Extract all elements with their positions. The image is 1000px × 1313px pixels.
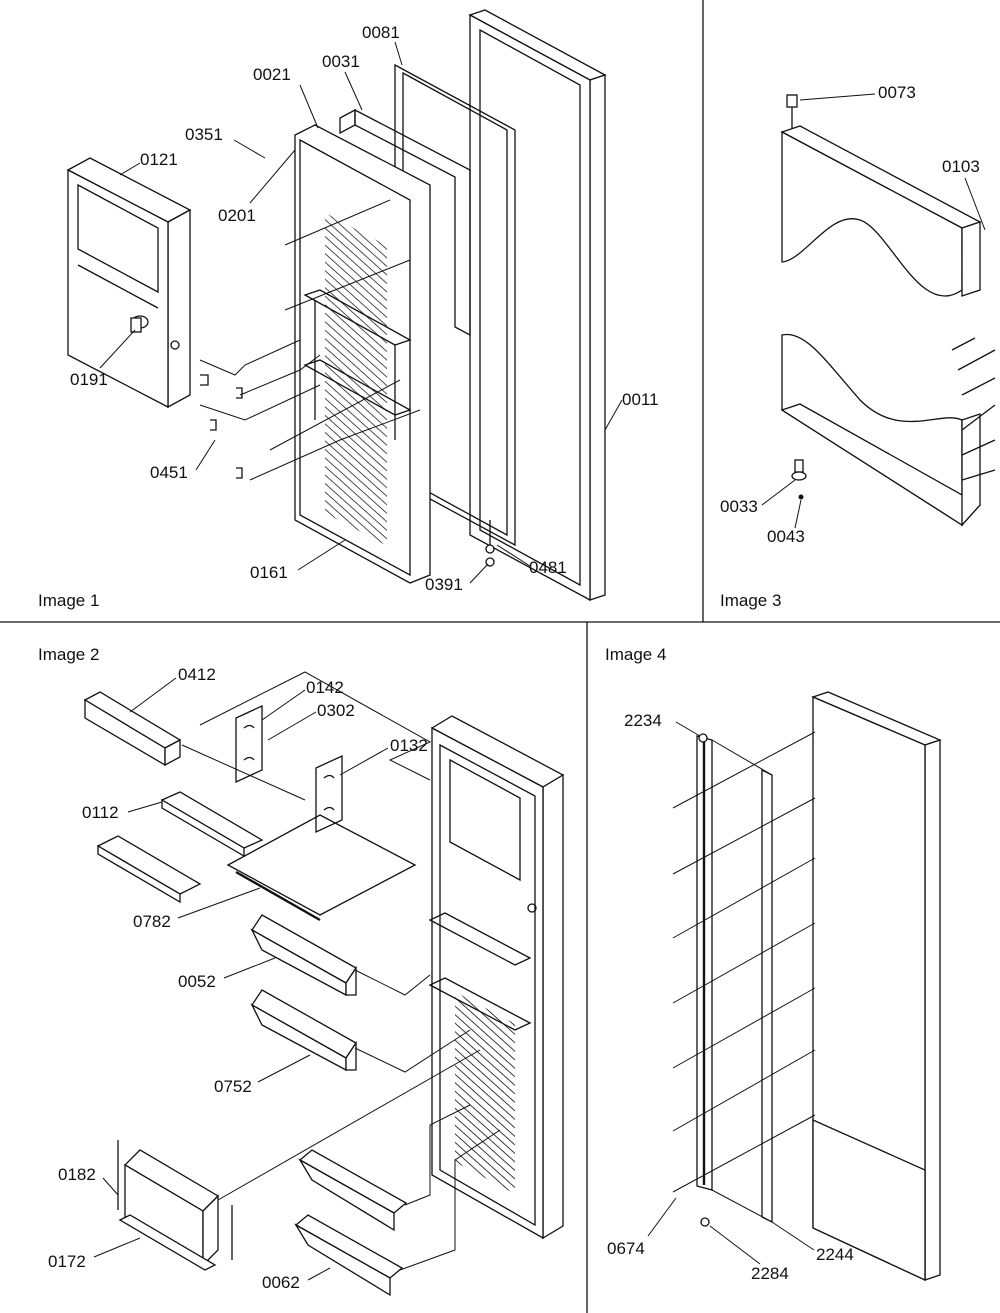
callout-0191: 0191 [70,370,108,389]
door-bin-0052 [250,914,357,997]
callout-0033: 0033 [720,497,758,516]
callout-0782: 0782 [133,912,171,931]
callout-0031: 0031 [322,52,360,71]
callout-0021: 0021 [253,65,291,84]
clip-0451 [200,374,243,479]
trim-strip-2244 [761,768,773,1224]
callout-0081: 0081 [362,23,400,42]
callout-0142: 0142 [306,678,344,697]
callout-0121: 0121 [140,150,178,169]
panel-label-image-3: Image 3 [720,591,781,610]
callout-0481: 0481 [529,558,567,577]
part-0182-0172 [117,1140,233,1271]
callout-0172: 0172 [48,1252,86,1271]
door-bottom-section [780,333,982,527]
door-bins-0062 [294,1149,408,1297]
shelf-pieces [96,791,264,904]
callouts-image-3: 0073 0103 0033 0043 [720,83,986,546]
callout-0351: 0351 [185,125,223,144]
panel-label-image-2: Image 2 [38,645,99,664]
breaker-strip [339,108,471,337]
callout-0062: 0062 [262,1273,300,1292]
door-top-section [780,125,982,297]
callouts-image-4: 2234 0674 2284 2244 [607,711,854,1283]
callout-0052: 0052 [178,972,216,991]
brackets [181,704,343,834]
callout-0103: 0103 [942,157,980,176]
callouts-image-1: 0081 0021 0031 0351 0121 0201 0191 0451 … [70,23,659,594]
callout-0201: 0201 [218,206,256,225]
outer-door-panel [468,9,607,602]
callout-2234: 2234 [624,711,662,730]
dispenser-frame [66,157,192,409]
callout-0451: 0451 [150,463,188,482]
callout-0112: 0112 [82,803,119,822]
callout-2244: 2244 [816,1245,854,1264]
callout-0302: 0302 [317,701,355,720]
assembly-lines [199,199,421,481]
panel-label-image-4: Image 4 [605,645,666,664]
callout-0182: 0182 [58,1165,96,1184]
hinge-pin-0033 [791,459,807,500]
door-bin-0752 [250,989,357,1072]
fresh-food-door [428,715,565,1240]
panel-image-3: 0073 0103 0033 0043 Image 3 [720,83,996,610]
callouts-image-2: 0412 0142 0302 0132 0112 0782 0052 0752 … [48,665,428,1292]
callout-0391: 0391 [425,575,463,594]
callout-0161: 0161 [250,563,288,582]
inner-door-liner [294,124,431,584]
hinge-parts [485,520,495,567]
panel-image-4: Image 4 2234 [605,645,942,1283]
callout-0412: 0412 [178,665,216,684]
panel-image-1: 0081 0021 0031 0351 0121 0201 0191 0451 … [38,9,659,610]
callout-0043: 0043 [767,527,805,546]
part-0412-cover [83,691,182,767]
assembly-lines-image-2 [199,671,501,1271]
screws-image-3 [951,337,996,481]
callout-2284: 2284 [751,1264,789,1283]
callout-0132: 0132 [390,736,428,755]
part-0191 [130,315,149,333]
callout-0674: 0674 [607,1239,645,1258]
panel-label-image-1: Image 1 [38,591,99,610]
door-side-panel [811,691,942,1282]
mounting-screws [672,731,816,1223]
glass-shelf [226,814,417,922]
hinge-pin-0073 [786,94,798,128]
panel-image-2: Image 2 [38,645,565,1297]
callout-0752: 0752 [214,1077,252,1096]
callout-0073: 0073 [878,83,916,102]
handle-strip-2234 [696,733,713,1227]
callout-0011: 0011 [622,390,659,409]
